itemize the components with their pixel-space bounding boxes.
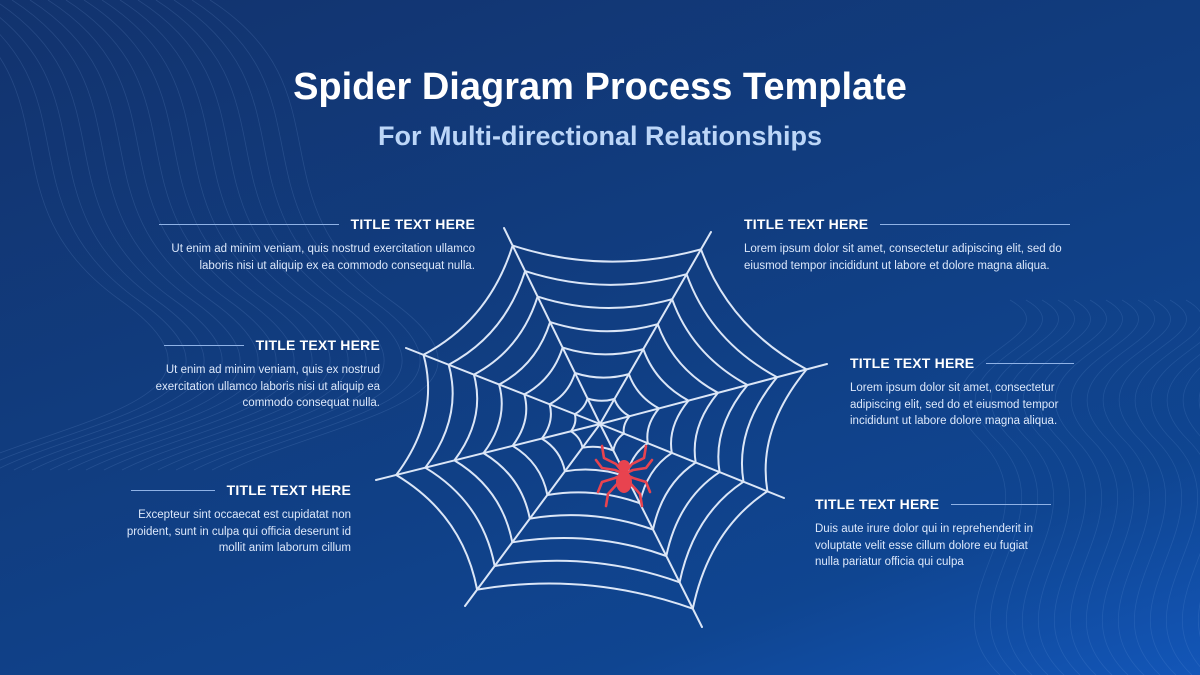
background-wave-line [1118, 299, 1187, 675]
page-subtitle: For Multi-directional Relationships [377, 121, 823, 151]
background-wave-line [83, 0, 313, 471]
spider-head [618, 460, 630, 472]
text-block-left-1: TITLE TEXT HERE Ut enim ad minim veniam,… [150, 216, 475, 274]
background-wave-line [1070, 299, 1139, 675]
page-title: Spider Diagram Process Template [293, 66, 907, 108]
background-wave-line [0, 3, 223, 471]
web-spoke [599, 423, 703, 628]
background-wave-line [1166, 353, 1200, 667]
background-wave-line [11, 0, 241, 471]
text-block-left-2: TITLE TEXT HERE Ut enim ad minim veniam,… [150, 337, 380, 412]
text-block-right-2: TITLE TEXT HERE Lorem ipsum dolor sit am… [850, 355, 1080, 430]
item-body: Ut enim ad minim veniam, quis ex nostrud… [155, 364, 380, 409]
background-wave-line [65, 0, 295, 471]
background-wave-line [119, 0, 349, 471]
text-block-right-1: TITLE TEXT HERE Lorem ipsum dolor sit am… [744, 216, 1079, 274]
background-wave-line [191, 0, 421, 471]
title-rule [163, 344, 244, 346]
item-title: TITLE TEXT HERE [850, 355, 975, 371]
background-wave-line [0, 57, 169, 454]
web-spoke [464, 423, 601, 607]
item-body: Ut enim ad minim veniam, quis nostrud ex… [171, 243, 475, 272]
background-wave-line [0, 33, 187, 461]
background-wave-line [155, 0, 385, 471]
background-wave-line [1022, 299, 1091, 675]
background-wave-line [137, 0, 367, 471]
spider-leg [622, 458, 654, 476]
title-rule [880, 223, 1071, 225]
title-rule [951, 503, 1052, 505]
background-wave-line [0, 17, 205, 469]
background-wave-line [173, 0, 403, 471]
background-wave-line [47, 0, 277, 471]
background-wave-line [1086, 299, 1155, 675]
web-spokes [375, 227, 828, 628]
item-title: TITLE TEXT HERE [226, 482, 351, 498]
item-body: Excepteur sint occaecat est cupidatat no… [126, 509, 351, 554]
item-title: TITLE TEXT HERE [255, 337, 380, 353]
item-title: TITLE TEXT HERE [815, 496, 940, 512]
web-spoke [375, 423, 601, 481]
background-wave-line [1006, 299, 1075, 675]
background-wave-line [1134, 299, 1200, 675]
title-rule [130, 489, 215, 491]
web-spoke [599, 363, 828, 425]
item-title: TITLE TEXT HERE [350, 216, 475, 232]
title-rule [158, 223, 339, 225]
text-block-right-3: TITLE TEXT HERE Duis aute irure dolor qu… [815, 496, 1055, 571]
background-wave-line [209, 0, 439, 471]
item-body: Duis aute irure dolor qui in reprehender… [815, 523, 1033, 568]
background-wave-line [1054, 299, 1123, 675]
background-wave-line [1102, 299, 1171, 675]
title-rule [986, 362, 1075, 364]
background-wave-line [29, 0, 259, 471]
web-spoke [599, 231, 712, 425]
background-wave-line [958, 299, 1027, 675]
background-wave-line [1038, 299, 1107, 675]
background-wave-line [990, 299, 1059, 675]
item-body: Lorem ipsum dolor sit amet, consectetur … [744, 243, 1062, 272]
spider-leg [594, 458, 626, 476]
web-spoke [503, 227, 601, 425]
item-body: Lorem ipsum dolor sit amet, consectetur … [850, 382, 1059, 427]
spider-icon [594, 444, 654, 508]
background-wave-line [101, 0, 331, 471]
background-wave-line [1150, 341, 1200, 675]
web-spoke [599, 423, 785, 499]
spider-body [616, 471, 632, 493]
item-title: TITLE TEXT HERE [744, 216, 869, 232]
text-block-left-3: TITLE TEXT HERE Excepteur sint occaecat … [122, 482, 351, 557]
background-wave-line [974, 299, 1043, 675]
web-spoke [405, 347, 601, 425]
